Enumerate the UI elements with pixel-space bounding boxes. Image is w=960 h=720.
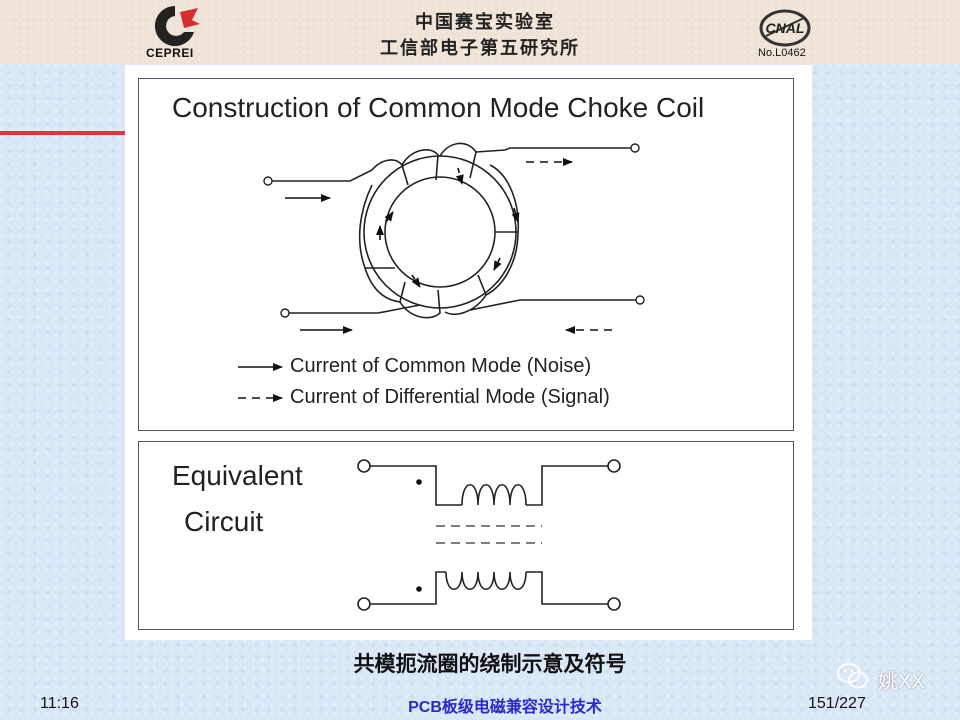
- cnal-logo-icon: CNAL: [759, 9, 811, 47]
- winding-left: [268, 149, 441, 319]
- toroid-core: [363, 155, 517, 309]
- equivalent-circuit-top: [357, 459, 621, 506]
- ceprei-logo-icon: [154, 5, 200, 46]
- equivalent-label-line2: Circuit: [184, 506, 264, 537]
- common-mode-arrows: [285, 194, 520, 334]
- red-accent-line: [0, 131, 125, 135]
- watermark-text: 姚XX: [878, 671, 925, 693]
- ceprei-logo-text: CEPREI: [146, 46, 194, 60]
- construction-box: [138, 78, 794, 431]
- header-title-line2: 工信部电子第五研究所: [380, 38, 580, 59]
- equivalent-circuit-box: [138, 441, 794, 630]
- terminal-circles: [263, 143, 645, 318]
- footer-page-number: 151/227: [808, 695, 866, 712]
- legend-symbols: [238, 363, 283, 402]
- header-title-line1: 中国赛宝实验室: [415, 12, 555, 33]
- differential-mode-arrows: [411, 158, 612, 334]
- figure-caption: 共模扼流圈的绕制示意及符号: [353, 653, 627, 676]
- diagram-title: Construction of Common Mode Choke Coil: [172, 92, 705, 123]
- equivalent-circuit-bottom: [357, 571, 621, 611]
- cnal-logo-text: CNAL: [766, 20, 805, 36]
- footer-title: PCB板级电磁兼容设计技术: [408, 699, 602, 716]
- header-bar: CEPREI 中国赛宝实验室 工信部电子第五研究所 CNAL No.L0462: [0, 0, 960, 64]
- winding-right: [439, 142, 640, 316]
- legend-common-mode: Current of Common Mode (Noise): [290, 355, 592, 377]
- footer-time: 11:16: [40, 695, 79, 712]
- equivalent-circuit-core-lines: [436, 525, 542, 544]
- equivalent-label-line1: Equivalent: [172, 460, 303, 491]
- legend-differential-mode: Current of Differential Mode (Signal): [290, 386, 610, 408]
- wechat-icon: [837, 663, 868, 689]
- cnal-number: No.L0462: [758, 47, 806, 59]
